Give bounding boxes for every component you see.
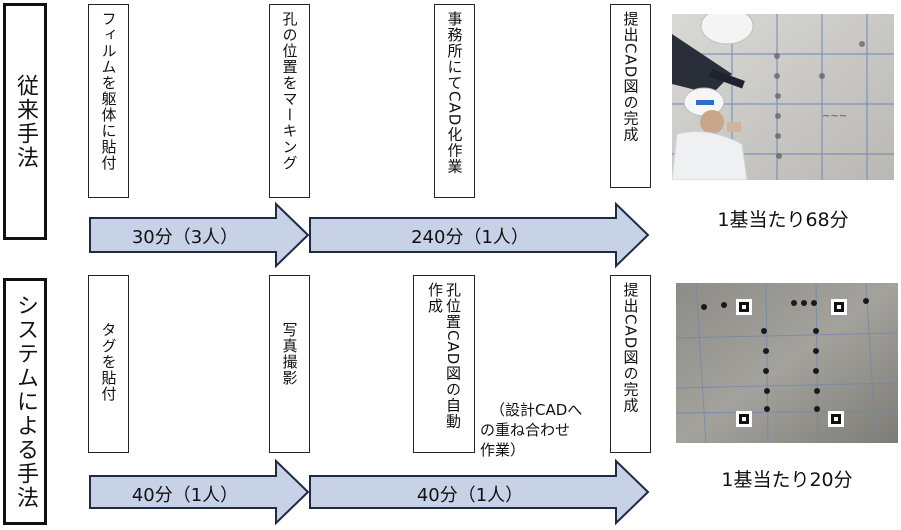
- conv-step-cad-text: 事務所にてCAD化作業: [445, 11, 464, 175]
- sys-step-complete: 提出CAD図の完成: [610, 275, 651, 453]
- arrow-conv-1-label: 30分（3人）: [131, 227, 239, 248]
- overlay-note-line-3: 作業）: [480, 441, 526, 459]
- system-method-label: システムによる手法: [3, 278, 47, 525]
- sys-step-tag: タグを貼付: [88, 275, 129, 453]
- svg-text:~~~: ~~~: [822, 111, 847, 122]
- arrow-sys-2-label: 40分（1人）: [416, 485, 524, 506]
- arrow-sys-1-label: 40分（1人）: [131, 485, 239, 506]
- workers-marking-wall-image: ~~~: [672, 14, 894, 180]
- sys-step-auto-cad: 孔位置CAD図の自動作成: [413, 275, 475, 453]
- conventional-photo: ~~~: [672, 14, 894, 180]
- tagged-wall-photo-image: [676, 283, 898, 443]
- marker-tag-icons: [736, 299, 847, 427]
- conv-step-cad: 事務所にてCAD化作業: [434, 4, 475, 198]
- arrow-sys-1: [89, 458, 310, 526]
- overlay-note: （設計CADへ の重ね合わせ 作業）: [480, 400, 610, 460]
- conv-step-marking-text: 孔の位置をマーキング: [280, 11, 299, 171]
- sys-step-photo: 写真撮影: [269, 275, 310, 453]
- arrow-conv-1: [89, 201, 310, 269]
- conv-step-complete-text: 提出CAD図の完成: [621, 11, 640, 143]
- system-result: 1基当たり20分: [721, 469, 853, 491]
- conv-step-film-text: フィルムを躯体に貼付: [99, 11, 118, 171]
- overlay-note-line-2: の重ね合わせ: [480, 421, 571, 439]
- conventional-method-label: 従来手法: [3, 3, 47, 240]
- conventional-result: 1基当たり68分: [717, 209, 849, 231]
- arrow-conv-2: [309, 201, 650, 269]
- conv-step-marking: 孔の位置をマーキング: [269, 4, 310, 198]
- arrow-sys-2: [309, 458, 650, 526]
- sys-step-complete-text: 提出CAD図の完成: [621, 282, 640, 414]
- sys-step-photo-text: 写真撮影: [280, 322, 299, 386]
- system-photo: [676, 283, 898, 443]
- conventional-method-label-text: 従来手法: [13, 73, 38, 170]
- overlay-note-line-1: （設計CADへ: [490, 401, 583, 419]
- conv-step-film: フィルムを躯体に貼付: [88, 4, 129, 198]
- sys-step-auto-cad-text: 孔位置CAD図の自動作成: [426, 282, 462, 430]
- arrow-conv-2-label: 240分（1人）: [411, 227, 529, 248]
- sys-step-tag-text: タグを貼付: [99, 322, 118, 402]
- system-method-label-text: システムによる手法: [13, 293, 38, 510]
- conv-step-complete: 提出CAD図の完成: [610, 4, 651, 188]
